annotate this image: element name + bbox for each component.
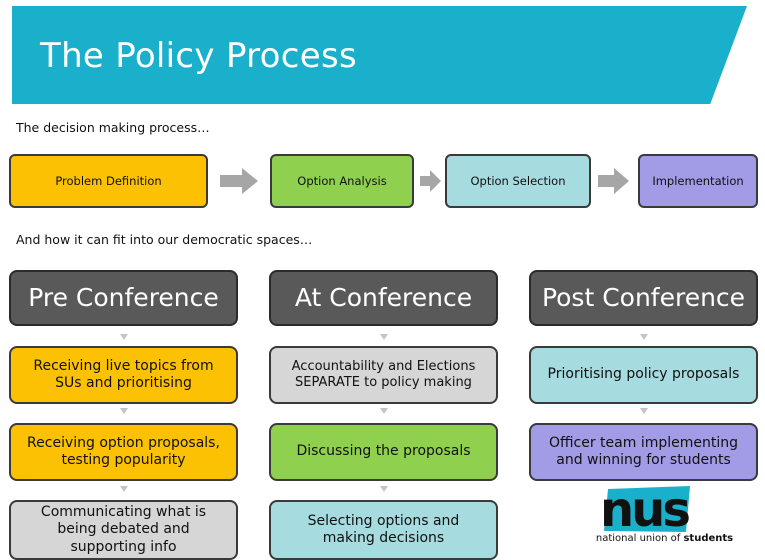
title-banner — [12, 6, 747, 104]
down-arrow-icon — [120, 408, 128, 414]
democratic-spaces-text: And how it can fit into our democratic s… — [16, 232, 313, 247]
flow-step-implementation: Implementation — [638, 154, 758, 208]
flow-step-option-selection: Option Selection — [445, 154, 591, 208]
down-arrow-icon — [120, 486, 128, 492]
header-at-conference: At Conference — [269, 270, 498, 326]
at-item-accountability: Accountability and Elections SEPARATE to… — [269, 346, 498, 404]
down-arrow-icon — [640, 408, 648, 414]
nus-wordmark-icon: nus — [600, 482, 692, 538]
header-pre-conference: Pre Conference — [9, 270, 238, 326]
down-arrow-icon — [640, 334, 648, 340]
down-arrow-icon — [380, 486, 388, 492]
post-item-officer-team: Officer team implementing and winning fo… — [529, 423, 758, 481]
flow-step-option-analysis: Option Analysis — [270, 154, 414, 208]
pre-item-option-proposals: Receiving option proposals, testing popu… — [9, 423, 238, 481]
nus-logo: nus national union of students — [572, 482, 757, 552]
svg-text:nus: nus — [600, 484, 689, 534]
right-arrow-icon — [220, 168, 258, 194]
post-item-prioritising: Prioritising policy proposals — [529, 346, 758, 404]
intro-text: The decision making process… — [16, 120, 210, 135]
right-arrow-icon — [598, 168, 629, 194]
page-title: The Policy Process — [40, 36, 358, 76]
flow-step-problem-definition: Problem Definition — [9, 154, 208, 208]
at-item-selecting: Selecting options and making decisions — [269, 500, 498, 560]
pre-item-communicating: Communicating what is being debated and … — [9, 500, 238, 560]
header-post-conference: Post Conference — [529, 270, 758, 326]
down-arrow-icon — [380, 408, 388, 414]
down-arrow-icon — [120, 334, 128, 340]
down-arrow-icon — [380, 334, 388, 340]
pre-item-live-topics: Receiving live topics from SUs and prior… — [9, 346, 238, 404]
logo-tagline: national union of students — [595, 533, 734, 544]
at-item-discussing: Discussing the proposals — [269, 423, 498, 481]
right-arrow-icon — [420, 170, 441, 192]
